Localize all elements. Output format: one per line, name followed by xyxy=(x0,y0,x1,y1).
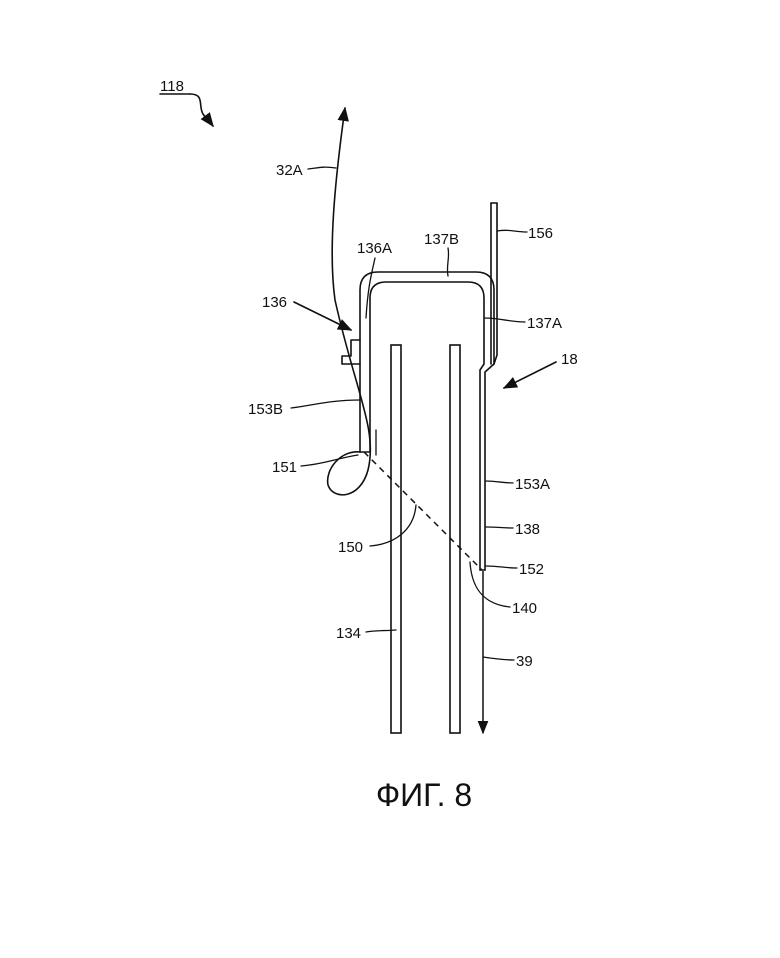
label-156: 156 xyxy=(528,225,553,242)
label-151: 151 xyxy=(272,459,297,476)
leader-136 xyxy=(294,302,351,330)
leader-156 xyxy=(497,230,527,232)
plate-134-left xyxy=(391,345,401,733)
label-18: 18 xyxy=(561,351,578,368)
cover-housing xyxy=(360,272,494,570)
leader-153B xyxy=(291,400,360,408)
flow-arrow-32A xyxy=(328,108,371,495)
label-152: 152 xyxy=(519,561,544,578)
label-150: 150 xyxy=(338,539,363,556)
leader-39 xyxy=(483,657,514,660)
label-118: 118 xyxy=(160,78,184,95)
leader-18 xyxy=(504,362,556,388)
label-140: 140 xyxy=(512,600,537,617)
leader-152 xyxy=(486,566,517,568)
dashed-line-150 xyxy=(364,452,482,570)
leader-137A xyxy=(484,318,525,322)
label-134: 134 xyxy=(336,625,361,642)
leader-118 xyxy=(190,94,213,126)
label-39: 39 xyxy=(516,653,533,670)
label-136: 136 xyxy=(262,294,287,311)
label-137B: 137B xyxy=(424,231,459,248)
figure-caption: ФИГ. 8 xyxy=(376,777,472,813)
leader-150 xyxy=(370,505,416,546)
label-153B: 153B xyxy=(248,401,283,418)
label-137A: 137A xyxy=(527,315,562,332)
label-138: 138 xyxy=(515,521,540,538)
leader-151 xyxy=(301,455,358,466)
leader-140 xyxy=(470,562,510,607)
label-32A: 32A xyxy=(276,162,303,179)
label-153A: 153A xyxy=(515,476,550,493)
leader-138 xyxy=(486,527,513,528)
leader-32A xyxy=(308,167,336,169)
leader-153A xyxy=(486,481,513,483)
label-136A: 136A xyxy=(357,240,392,257)
